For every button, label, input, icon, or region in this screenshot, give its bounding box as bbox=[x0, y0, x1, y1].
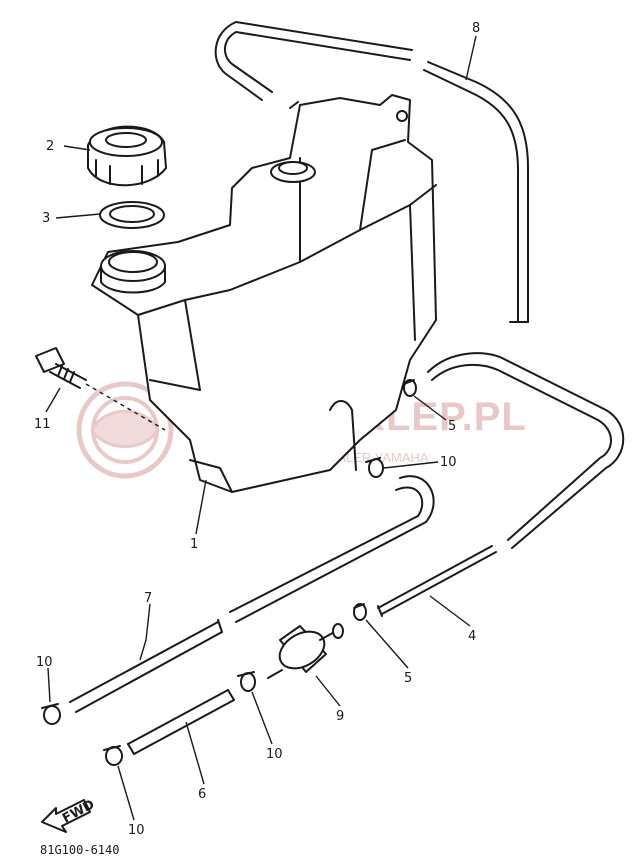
callouts: 2 3 8 11 1 5 10 7 4 5 9 10 10 6 10 bbox=[34, 21, 480, 838]
forward-arrow-icon: FWD bbox=[41, 797, 97, 833]
callout-10-mid: 10 bbox=[266, 747, 283, 762]
bolt-11 bbox=[35, 347, 166, 431]
callout-6: 6 bbox=[198, 787, 206, 802]
callout-5-upper: 5 bbox=[448, 419, 456, 434]
callout-8: 8 bbox=[472, 21, 480, 36]
clamp-10-left bbox=[41, 703, 61, 725]
hose-6 bbox=[127, 689, 235, 755]
valve-9 bbox=[267, 623, 344, 679]
callout-7: 7 bbox=[144, 591, 152, 606]
callout-4: 4 bbox=[468, 629, 476, 644]
callout-2: 2 bbox=[46, 139, 54, 154]
hose-8 bbox=[214, 21, 529, 323]
reservoir-cap bbox=[87, 125, 167, 187]
callout-3: 3 bbox=[42, 211, 50, 226]
clamp-10-mid bbox=[237, 671, 256, 692]
watermark-logo bbox=[76, 381, 174, 479]
clamp-5-lower bbox=[353, 603, 367, 621]
callout-10-tank: 10 bbox=[440, 455, 457, 470]
leader-lines bbox=[45, 35, 477, 821]
callout-5-lower: 5 bbox=[404, 671, 412, 686]
clamp-5-upper bbox=[403, 379, 417, 397]
figure-code: 81G100-6140 bbox=[40, 843, 119, 857]
reservoir-tank bbox=[91, 94, 437, 493]
cap-gasket bbox=[99, 201, 165, 229]
hose-4 bbox=[377, 352, 625, 617]
hose-7 bbox=[69, 475, 435, 713]
callout-11: 11 bbox=[34, 417, 51, 432]
callout-1: 1 bbox=[190, 537, 198, 552]
callout-9: 9 bbox=[336, 709, 344, 724]
callout-10-left: 10 bbox=[36, 655, 53, 670]
clamp-10-tank bbox=[365, 457, 384, 478]
clamp-10-bottom bbox=[103, 745, 123, 766]
callout-10-bottom: 10 bbox=[128, 823, 145, 838]
